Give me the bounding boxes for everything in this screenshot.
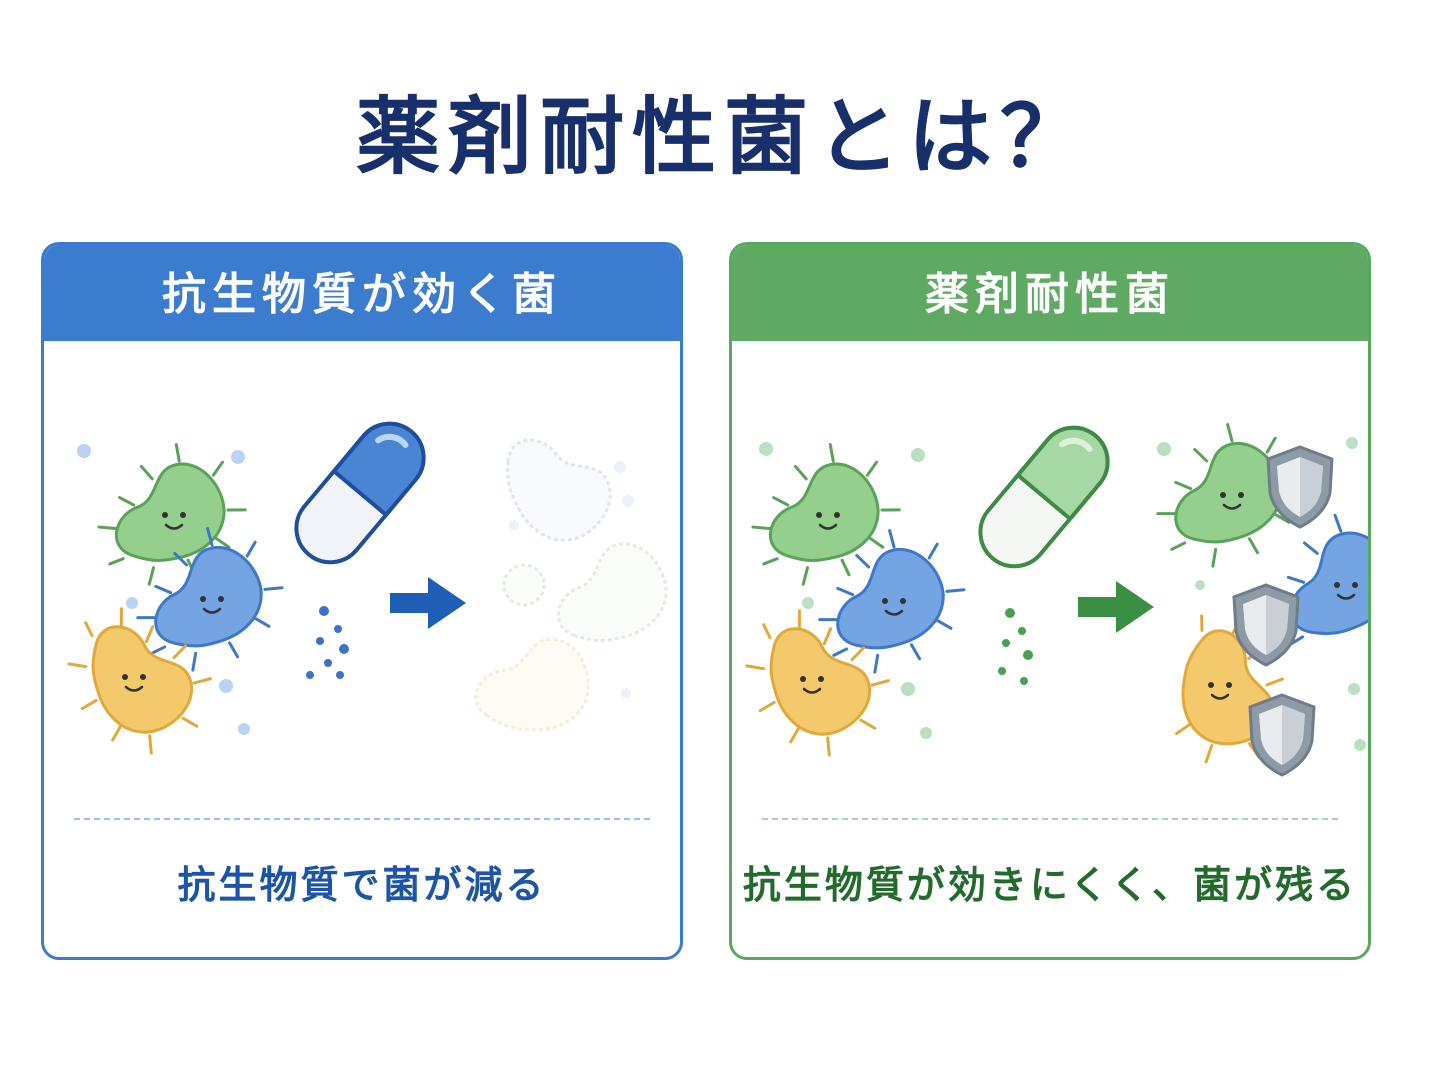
- arrow-right-icon: [1078, 581, 1154, 633]
- panel-susceptible-bacteria: 抗生物質が効く菌: [41, 242, 683, 960]
- bacteria-icon: [818, 529, 966, 677]
- panel-resistant-bacteria: 薬剤耐性菌: [729, 242, 1371, 960]
- panel-header: 抗生物質が効く菌: [44, 245, 680, 341]
- bacteria-icon: [136, 527, 284, 675]
- bacteria-icon: [97, 442, 247, 591]
- panel-header: 薬剤耐性菌: [732, 245, 1368, 341]
- bacteria-icon: [742, 609, 890, 757]
- panel-caption: 抗生物質で菌が減る: [177, 863, 547, 907]
- bacteria-icon: [64, 607, 212, 755]
- resistant-illustration: [742, 423, 1368, 777]
- dots-decoration: [77, 444, 250, 735]
- arrow-right-icon: [390, 577, 466, 629]
- dots-decoration: [759, 437, 1366, 751]
- powder-dots: [998, 608, 1033, 685]
- panel-caption: 抗生物質が効きにくく、菌が残る: [742, 863, 1358, 907]
- divider: [74, 818, 650, 820]
- capsule-icon: [978, 425, 1110, 569]
- bacteria-icon: [751, 442, 901, 591]
- shield-icon: [1248, 693, 1316, 777]
- capsule-icon: [294, 421, 426, 565]
- divider: [762, 818, 1338, 820]
- susceptible-illustration: [64, 421, 680, 762]
- powder-dots: [306, 606, 349, 679]
- page-title: 薬剤耐性菌とは？: [355, 88, 1092, 186]
- faded-bacteria-icon: [465, 431, 680, 762]
